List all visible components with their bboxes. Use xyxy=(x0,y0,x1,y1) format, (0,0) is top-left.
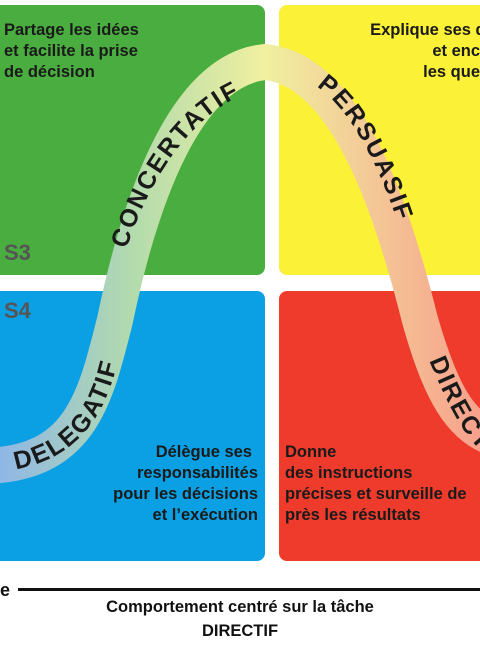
curve-band xyxy=(0,43,480,484)
quadrant-s1 xyxy=(279,291,480,561)
x-axis-title: Comportement centré sur la tâche xyxy=(106,598,374,616)
x-axis-line xyxy=(18,588,480,591)
s3-description: Partage les idées et facilite la prise d… xyxy=(4,20,139,83)
s1-description: Donne des instructions précises et surve… xyxy=(285,442,467,526)
s2-line: Explique ses déc xyxy=(370,21,480,39)
s2-description: Explique ses déc et enc les que xyxy=(344,20,480,83)
stage-s3-label: S3 xyxy=(4,240,31,265)
s1-line: des instructions xyxy=(285,464,413,482)
stage-s4-label: S4 xyxy=(4,298,31,323)
s1-line: précises et surveille de xyxy=(285,485,467,503)
s4-line: et l’exécution xyxy=(152,506,258,524)
s2-line: et enc xyxy=(432,42,480,60)
axis-tick-label: e xyxy=(0,580,11,600)
s1-line: près les résultats xyxy=(285,506,421,524)
s3-line: Partage les idées xyxy=(4,21,139,39)
s4-line: responsabilités xyxy=(136,464,258,482)
s1-line: Donne xyxy=(285,443,337,461)
s2-line: les que xyxy=(423,63,480,81)
s3-line: de décision xyxy=(4,63,95,81)
s4-line: Délègue ses xyxy=(155,443,252,461)
quadrant-s4 xyxy=(0,291,265,561)
x-axis-subtitle: DIRECTIF xyxy=(201,622,279,640)
s3-line: et facilite la prise xyxy=(4,42,138,60)
s4-line: pour les décisions xyxy=(113,485,258,503)
s4-description: Délègue ses responsabilités pour les déc… xyxy=(113,442,258,526)
